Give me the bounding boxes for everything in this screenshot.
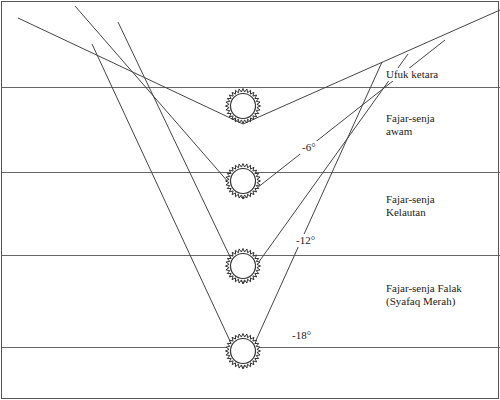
horizon-line <box>2 87 500 88</box>
sight-line <box>75 6 445 199</box>
sun-rays <box>226 164 261 199</box>
sun-symbols <box>226 89 261 369</box>
sight-lines <box>18 6 500 369</box>
sun-rays <box>226 89 261 124</box>
sun-disc <box>231 339 256 364</box>
sun-symbol <box>226 334 261 369</box>
angle-label: -12° <box>294 234 317 247</box>
angle-label: -18° <box>290 329 313 342</box>
level-lines <box>2 88 500 348</box>
sun-disc <box>231 169 256 194</box>
sun-symbol <box>226 89 261 124</box>
sun-disc <box>231 94 256 119</box>
sun-symbol <box>226 164 261 199</box>
zone-label: Fajar-senja awam <box>384 112 460 138</box>
sun-disc <box>231 254 256 279</box>
horizon-label: Ufuk ketara <box>384 68 488 81</box>
sun-rays <box>226 334 261 369</box>
sun-symbol <box>226 249 261 284</box>
angle-label: -6° <box>300 141 318 154</box>
sight-line <box>118 22 408 284</box>
sight-line <box>18 10 500 124</box>
sight-line <box>92 44 382 369</box>
zone-label: Fajar-senja Falak (Syafaq Merah) <box>384 282 470 308</box>
sun-rays <box>226 249 261 284</box>
zone-label: Fajar-senja Kelautan <box>384 193 460 219</box>
